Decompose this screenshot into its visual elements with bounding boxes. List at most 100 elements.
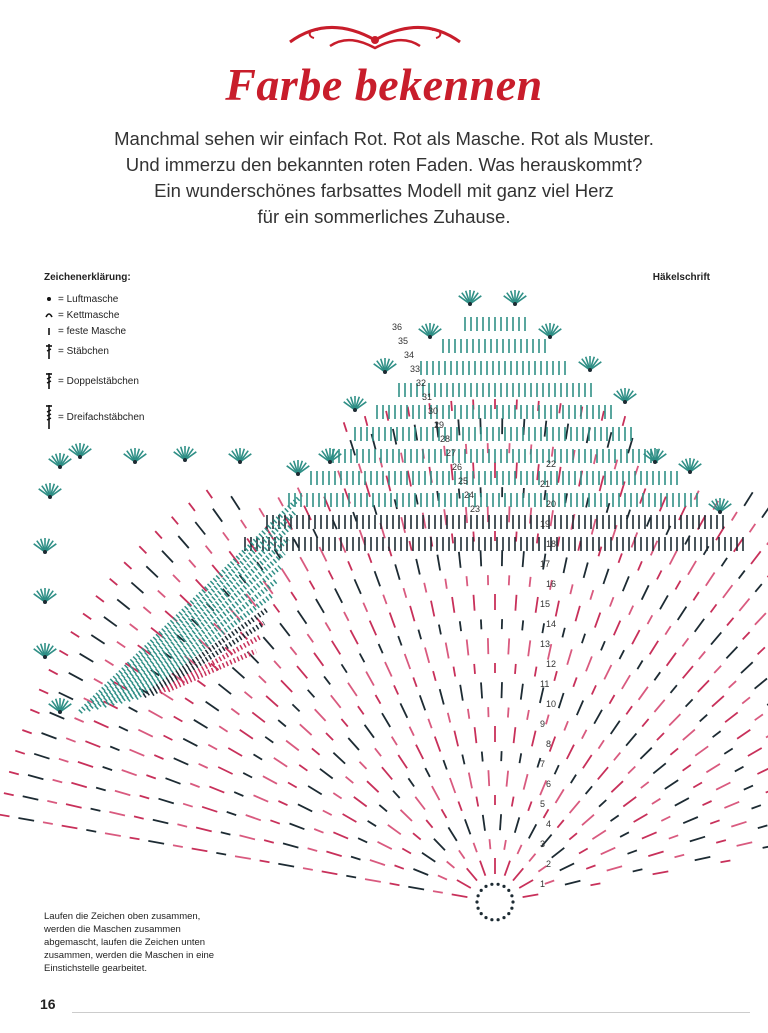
stitch-mark (438, 624, 442, 635)
stitch-mark (273, 660, 282, 669)
stitch-mark (128, 706, 138, 713)
stitch-mark (585, 497, 590, 508)
stitch-mark (74, 717, 85, 723)
chain-dot (623, 400, 627, 404)
stitch-mark (641, 718, 650, 728)
stitch-mark (569, 584, 574, 595)
stitch-mark (263, 839, 275, 844)
stitch-mark (27, 774, 44, 781)
stitch-mark (557, 692, 565, 709)
stitch-mark (475, 796, 480, 807)
stitch-mark (381, 766, 393, 780)
stitch-mark (179, 594, 193, 607)
stitch-mark (270, 819, 281, 825)
stitch-mark (522, 893, 539, 898)
stitch-mark (182, 737, 198, 747)
stitch-mark (736, 841, 753, 847)
stitch-mark (731, 820, 747, 828)
stitch-mark (176, 634, 186, 643)
stitch-mark (161, 550, 174, 564)
stitch-mark (637, 686, 649, 701)
stitch-mark (585, 656, 593, 672)
round-number-label: 18 (546, 539, 556, 549)
stitch-mark (274, 549, 282, 559)
stitch-mark (692, 591, 700, 601)
stitch-mark (627, 437, 634, 454)
chain-dot (48, 495, 52, 499)
stitch-mark (574, 605, 581, 622)
stitch-mark (399, 809, 413, 822)
stitch-mark (762, 845, 768, 849)
stitch-mark (138, 545, 148, 555)
stitch-mark (639, 747, 653, 760)
stitch-mark (625, 732, 638, 747)
fan-stitch (239, 453, 252, 463)
stitch-mark (15, 749, 26, 755)
stitch-mark (754, 677, 768, 690)
stitch-mark (321, 870, 338, 876)
stitch-mark (129, 836, 140, 841)
stitch-mark (556, 536, 561, 547)
fan-stitch (354, 401, 367, 411)
round-number-label: 3 (540, 839, 545, 849)
chain-dot (479, 888, 483, 893)
stitch-mark (516, 844, 523, 855)
chart-title: Häkelschrift (652, 272, 710, 283)
stitch-row (166, 648, 258, 693)
stitch-mark (539, 780, 548, 796)
stitch-mark (757, 767, 768, 775)
round-number-label: 16 (546, 579, 556, 589)
stitch-mark (367, 553, 373, 564)
stitch-mark (150, 626, 165, 639)
stitch-mark (738, 598, 751, 612)
stitch-mark (79, 652, 94, 663)
fan-stitch (654, 453, 667, 463)
stitch-mark (65, 737, 76, 743)
stitch-mark (116, 598, 131, 611)
stitch-mark (648, 850, 664, 857)
stitch-mark (481, 814, 486, 831)
stitch-mark (518, 753, 523, 764)
stitch-mark (743, 784, 754, 791)
fan-stitch (44, 593, 57, 603)
stitch-mark (403, 653, 412, 670)
legend-item-treble: = Doppelstäbchen (44, 372, 139, 390)
fan-stitch (44, 648, 57, 658)
stitch-mark (22, 795, 39, 801)
stitch-mark (146, 774, 157, 780)
stitch-mark (458, 849, 466, 860)
stitch-mark (451, 893, 468, 898)
legend-label: = feste Masche (58, 325, 127, 337)
stitch-row (86, 509, 298, 712)
stitch-mark (632, 868, 643, 873)
chain-dot (511, 900, 515, 904)
stitch-mark (507, 707, 510, 718)
stitch-mark (521, 620, 525, 631)
stitch-mark (109, 745, 120, 752)
stitch-mark (58, 691, 74, 701)
stitch-mark (195, 578, 208, 592)
stitch-mark (41, 732, 57, 740)
stitch-mark (553, 764, 560, 775)
stitch-mark (385, 410, 390, 421)
stitch-mark (687, 560, 697, 576)
stitch-mark (432, 670, 437, 682)
stitch-mark (518, 879, 534, 889)
stitch-mark (228, 550, 240, 565)
stitch-mark (510, 796, 515, 807)
stitch-mark (318, 546, 328, 562)
stitch-mark (563, 720, 569, 731)
fan-stitch (44, 543, 57, 553)
stitch-mark (277, 719, 287, 728)
stitch-mark (542, 808, 550, 819)
stitch-mark (581, 729, 588, 740)
page-title: Farbe bekennen (225, 59, 543, 110)
stitch-mark (342, 422, 348, 433)
stitch-mark (674, 853, 685, 859)
stitch-mark (234, 855, 251, 860)
round-number-label: 8 (546, 739, 551, 749)
stitch-mark (715, 839, 727, 844)
stitch-mark (480, 619, 483, 630)
stitch-mark (741, 696, 751, 705)
fan-stitch (134, 453, 147, 463)
